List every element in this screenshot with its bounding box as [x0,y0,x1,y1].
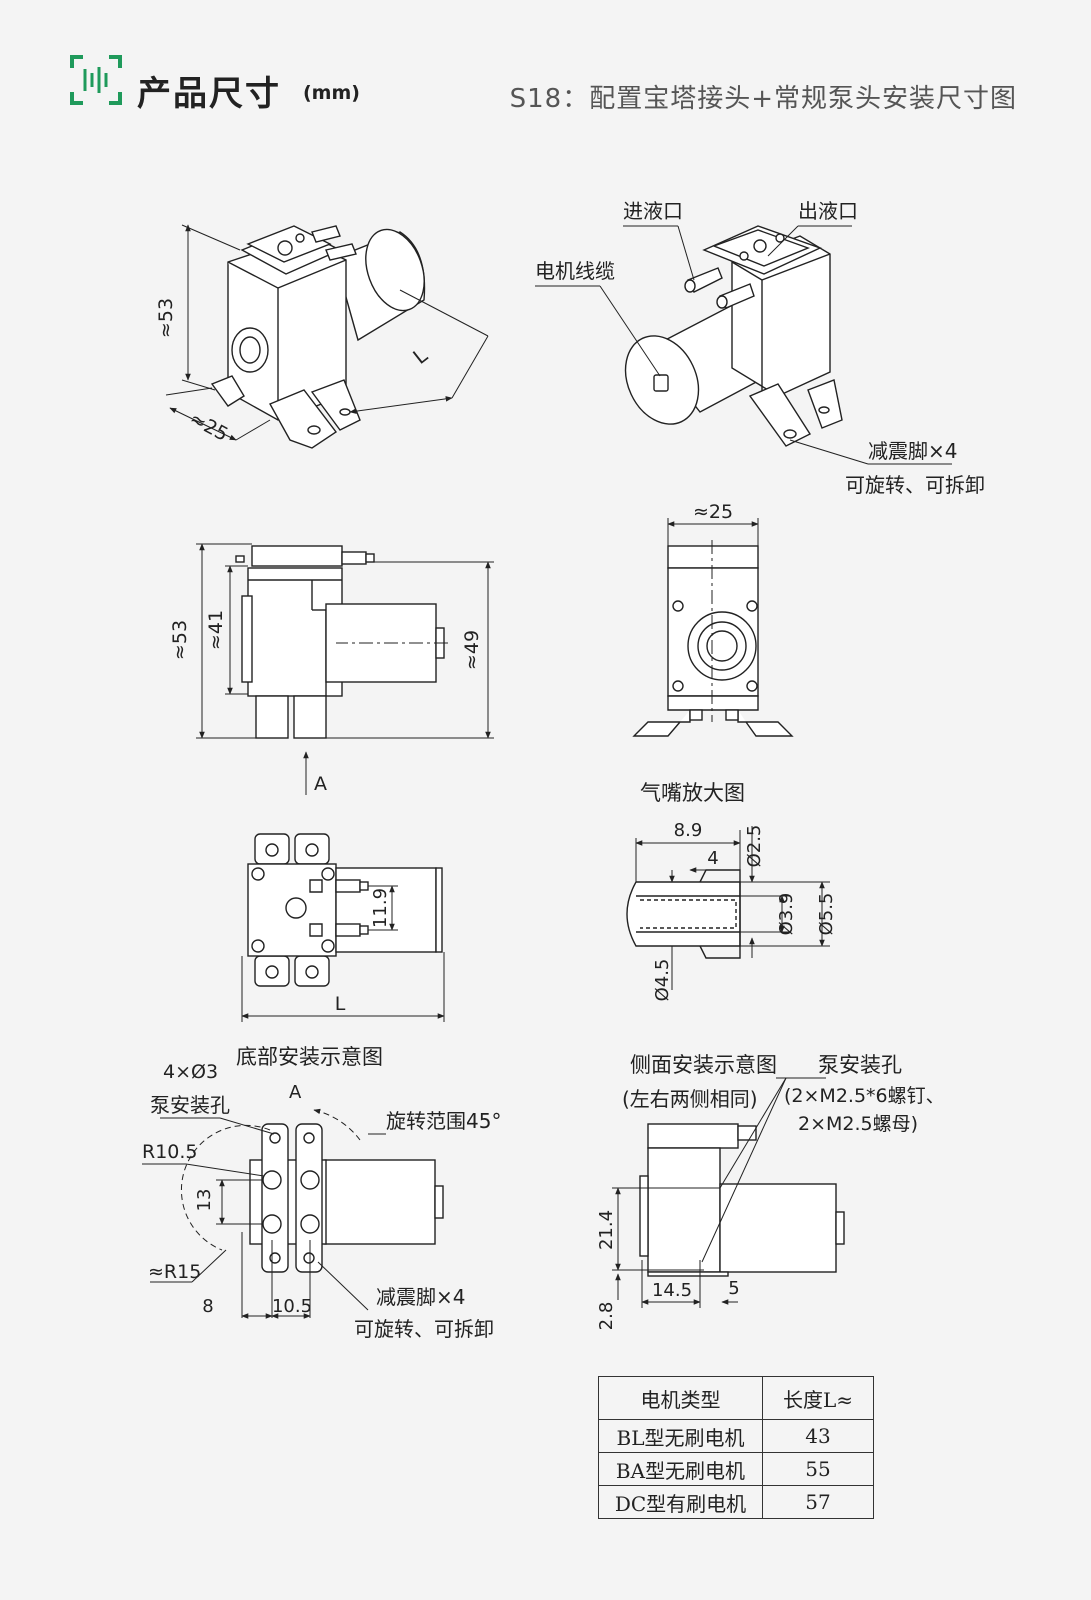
dim-top-spacing: 11.9 [370,888,391,928]
dim-bottom-pitch-h: 10.5 [272,1296,312,1317]
iso-view-left [210,225,426,449]
top-view-dims [241,885,445,1022]
dim-iso-width: ≈25 [186,408,232,446]
table-cell-length: 55 [762,1452,874,1486]
dim-nozzle-d-base: Ø4.5 [652,959,673,1002]
dim-side-width: ≈25 [693,501,733,523]
nozzle-dims [635,826,830,990]
dim-side-gap: 5 [728,1278,739,1299]
label-pump-holes-spec2: 2×M2.5螺母) [798,1113,918,1135]
dim-iso-length: L [408,343,432,369]
side-view-dims [667,518,759,722]
iso-view-left-dims [165,224,489,441]
label-motor-cable: 电机线缆 [535,259,615,283]
label-rotate-range: 旋转范围45° [386,1109,501,1133]
dim-nozzle-len: 8.9 [674,820,703,841]
label-damper-bottom: 减震脚×4 [376,1285,465,1309]
side-view [632,545,794,737]
label-inlet: 进液口 [623,199,683,223]
bottom-install-view [249,1123,444,1273]
nozzle-zoom [626,869,741,959]
label-side-install-note: (左右两侧相同) [622,1087,758,1111]
page-subtitle: S18：配置宝塔接头+常规泵头安装尺寸图 [509,84,1017,114]
page-title: 产品尺寸 [137,74,281,114]
dim-front-total: ≈53 [169,620,191,660]
label-bottom-install: 底部安装示意图 [236,1045,383,1069]
front-view [235,545,445,739]
label-damper-rotate-top: 可旋转、可拆卸 [845,473,985,497]
dim-nozzle-d-inner: Ø3.9 [776,893,797,936]
iso-view-right [624,225,843,447]
dim-bottom-offset: 8 [202,1296,213,1317]
label-outlet: 出液口 [798,199,858,223]
table-row: BL型无刷电机 43 [598,1419,874,1453]
dim-top-length: L [335,993,346,1015]
dim-iso-height: ≈53 [155,298,177,338]
table-row: DC型有刷电机 57 [598,1485,874,1519]
dim-bottom-r-small: R10.5 [142,1141,198,1163]
label-damper-top: 减震脚×4 [868,439,957,463]
dim-side-span: 14.5 [652,1280,692,1301]
front-view-dims [196,543,494,795]
motor-length-table: 电机类型 长度L≈ BL型无刷电机 43 BA型无刷电机 55 DC型有刷电机 … [598,1376,874,1519]
dim-nozzle-tip: 4 [707,848,718,869]
table-header-motor-type: 电机类型 [598,1376,763,1420]
table-cell-motor: BA型无刷电机 [598,1452,763,1486]
side-install-dims [612,1077,826,1308]
side-install-view [639,1123,845,1277]
label-pump-holes-spec1: (2×M2.5*6螺钉、 [784,1085,945,1107]
view-arrow-a: A [314,773,327,795]
view-arrow-a-bottom: A [289,1082,302,1103]
dim-bottom-r-large: ≈R15 [148,1261,201,1283]
table-row: BA型无刷电机 55 [598,1452,874,1486]
table-header-length: 长度L≈ [762,1376,874,1420]
table-cell-length: 43 [762,1419,874,1453]
iso-view-right-leaders [535,225,952,465]
label-side-install: 侧面安装示意图 [630,1053,777,1077]
dim-front-body: ≈41 [205,610,227,650]
table-cell-length: 57 [762,1485,874,1519]
label-mount-holes-count: 4×Ø3 [163,1061,218,1083]
barcode-scan-icon [70,55,122,105]
label-mount-holes: 泵安装孔 [150,1093,230,1117]
label-nozzle-zoom: 气嘴放大图 [640,781,745,805]
dim-front-motor: ≈49 [461,630,483,670]
dim-side-height: 21.4 [596,1210,617,1250]
label-pump-holes: 泵安装孔 [818,1053,902,1077]
dim-bottom-pitch-v: 13 [194,1189,215,1212]
dim-nozzle-d-barb: Ø5.5 [816,893,837,936]
table-cell-motor: BL型无刷电机 [598,1419,763,1453]
table-header-row: 电机类型 长度L≈ [598,1376,874,1420]
label-damper-rotate-bottom: 可旋转、可拆卸 [354,1317,494,1341]
page-unit: (mm) [303,82,360,104]
top-view [247,833,443,987]
bottom-install-dims [142,1108,386,1319]
table-cell-motor: DC型有刷电机 [598,1485,763,1519]
dim-side-base: 2.8 [596,1302,617,1331]
dim-nozzle-d-tip: Ø2.5 [744,825,765,868]
